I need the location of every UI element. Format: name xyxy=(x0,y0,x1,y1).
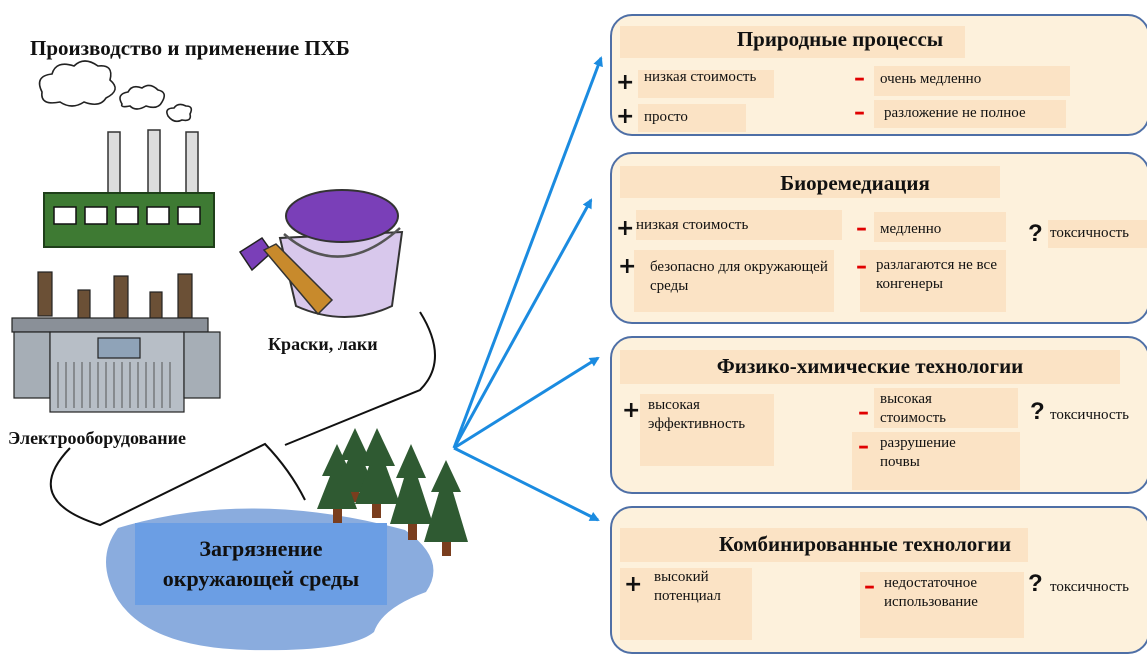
method-title: Физико-химические технологии xyxy=(716,354,1024,378)
minus-icon: – xyxy=(854,100,865,125)
plus-icon: + xyxy=(618,254,637,279)
minus-icon: – xyxy=(854,66,865,91)
smoke-cloud-icons xyxy=(38,60,193,123)
method-box-combined: Комбинированные технологии + высокий пот… xyxy=(610,506,1147,654)
question-icon: ? xyxy=(1028,220,1043,247)
con-item: разлагаются не все конгенеры xyxy=(876,257,998,292)
con-item: очень медленно xyxy=(880,71,982,87)
pro-item: низкая стоимость xyxy=(636,217,749,233)
con-item: недостаточное использование xyxy=(884,575,978,610)
minus-icon: – xyxy=(856,254,867,279)
question-icon: ? xyxy=(1028,570,1043,597)
forest-icon xyxy=(317,428,468,556)
plus-icon: + xyxy=(622,398,641,423)
minus-icon: – xyxy=(864,574,875,599)
method-title: Биоремедиация xyxy=(780,171,930,195)
method-title: Комбинированные технологии xyxy=(718,532,1012,556)
plus-icon: + xyxy=(624,572,643,597)
con-item: медленно xyxy=(880,221,942,237)
pro-item: просто xyxy=(644,109,688,125)
minus-icon: – xyxy=(856,216,867,241)
plus-icon: + xyxy=(616,216,635,241)
con-item: высокая стоимость xyxy=(880,391,946,426)
con-item: разрушение почвы xyxy=(880,435,956,470)
method-box-bioremediation: Биоремедиация + низкая стоимость + безоп… xyxy=(610,152,1147,324)
minus-icon: – xyxy=(858,400,869,425)
method-title: Природные процессы xyxy=(736,27,944,51)
pro-item: низкая стоимость xyxy=(644,69,757,85)
pollution-label: Загрязнение окружающей среды xyxy=(135,523,387,605)
transformer-icon xyxy=(11,271,221,413)
paint-brush-icon xyxy=(238,236,334,316)
paints-label: Краски, лаки xyxy=(268,334,378,354)
electrical-label: Электрооборудование xyxy=(8,428,187,448)
question-item: токсичность xyxy=(1050,407,1129,423)
paint-bucket-icon xyxy=(278,189,404,318)
method-box-physicochemical: Физико-химические технологии + высокая э… xyxy=(610,336,1147,494)
con-item: разложение не полное xyxy=(884,105,1026,121)
pro-item: безопасно для окружающей среды xyxy=(650,259,828,294)
factory-icon xyxy=(43,129,215,248)
question-icon: ? xyxy=(1030,398,1045,425)
plus-icon: + xyxy=(616,104,635,129)
method-arrows xyxy=(452,56,603,522)
pro-item: высокая эффективность xyxy=(648,397,746,432)
minus-icon: – xyxy=(858,434,869,459)
question-item: токсичность xyxy=(1050,579,1129,595)
question-item: токсичность xyxy=(1050,225,1129,241)
plus-icon: + xyxy=(616,70,635,95)
main-title: Производство и применение ПХБ xyxy=(30,36,350,60)
method-box-natural: Природные процессы + низкая стоимость + … xyxy=(610,14,1147,136)
flow-lines xyxy=(49,311,436,527)
pro-item: высокий потенциал xyxy=(654,569,721,604)
